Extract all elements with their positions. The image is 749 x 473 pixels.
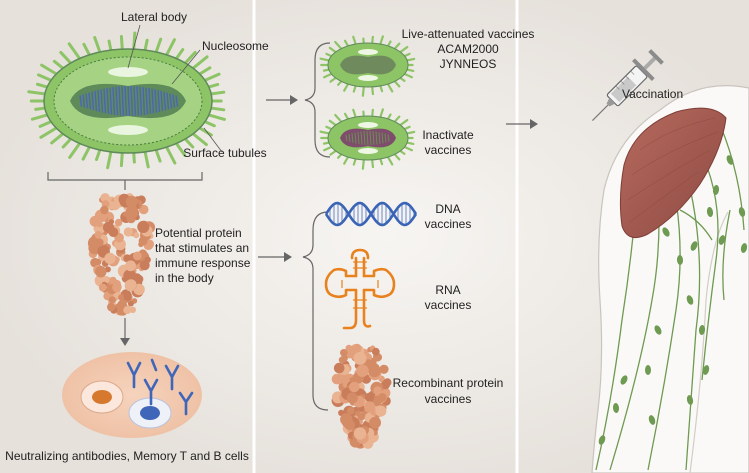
arrow-virus-to-vaccines — [290, 95, 298, 105]
recombinant-vaccine-line1: Recombinant protein — [393, 376, 504, 390]
rna-vaccine-line1: RNA — [435, 283, 460, 297]
label-vaccination: Vaccination — [622, 87, 683, 101]
dna-vaccine-line2: vaccines — [425, 217, 472, 231]
arrow-protein-to-vaccines — [284, 252, 292, 262]
live-vaccine-line1: Live-attenuated vaccines — [402, 27, 535, 41]
rna-base-ticks — [341, 261, 379, 309]
arrow-to-vaccination — [530, 119, 538, 129]
protein-text-line2: that stimulates an — [155, 241, 249, 255]
syringe-icon — [592, 49, 664, 121]
dna-vaccine-line1: DNA — [435, 202, 460, 216]
recombinant-protein-structure — [331, 343, 392, 449]
rna-structure-icon — [324, 248, 396, 330]
label-nucleosome: Nucleosome — [202, 39, 269, 53]
lateral-body-top — [108, 67, 148, 77]
inactivate-vaccine-line2: vaccines — [425, 143, 472, 157]
rna-vaccine-line2: vaccines — [425, 298, 472, 312]
arrow-down — [120, 338, 130, 346]
protein-text-line4: in the body — [155, 271, 214, 285]
label-immunity: Neutralizing antibodies, Memory T and B … — [5, 449, 249, 463]
potential-protein-structure — [87, 193, 156, 316]
recombinant-vaccine-line2: vaccines — [425, 392, 472, 406]
dna-helix-icon — [324, 201, 418, 227]
label-lateral-body: Lateral body — [121, 10, 187, 24]
antibody-icons — [126, 358, 194, 416]
muscle-fibers — [627, 117, 719, 223]
bracket-subunit — [302, 211, 329, 411]
lateral-body-bottom — [108, 125, 148, 135]
lymphatic-vessels — [595, 119, 745, 471]
protein-text-line3: immune response — [155, 256, 251, 270]
inactivate-vaccine-line1: Inactivate — [422, 128, 474, 142]
lymph-nodes — [598, 155, 748, 445]
label-surface-tubules: Surface tubules — [183, 146, 266, 160]
immune-cells — [62, 352, 202, 438]
deltoid-muscle — [619, 107, 727, 239]
protein-text-line1: Potential protein — [155, 226, 242, 240]
virus-particle — [27, 31, 226, 170]
live-attenuated-virus-icon — [319, 35, 416, 97]
live-vaccine-line3: JYNNEOS — [440, 57, 497, 71]
inactivate-virus-icon — [319, 108, 416, 170]
bracket-whole-virus — [304, 42, 331, 158]
live-vaccine-line2: ACAM2000 — [437, 42, 499, 56]
